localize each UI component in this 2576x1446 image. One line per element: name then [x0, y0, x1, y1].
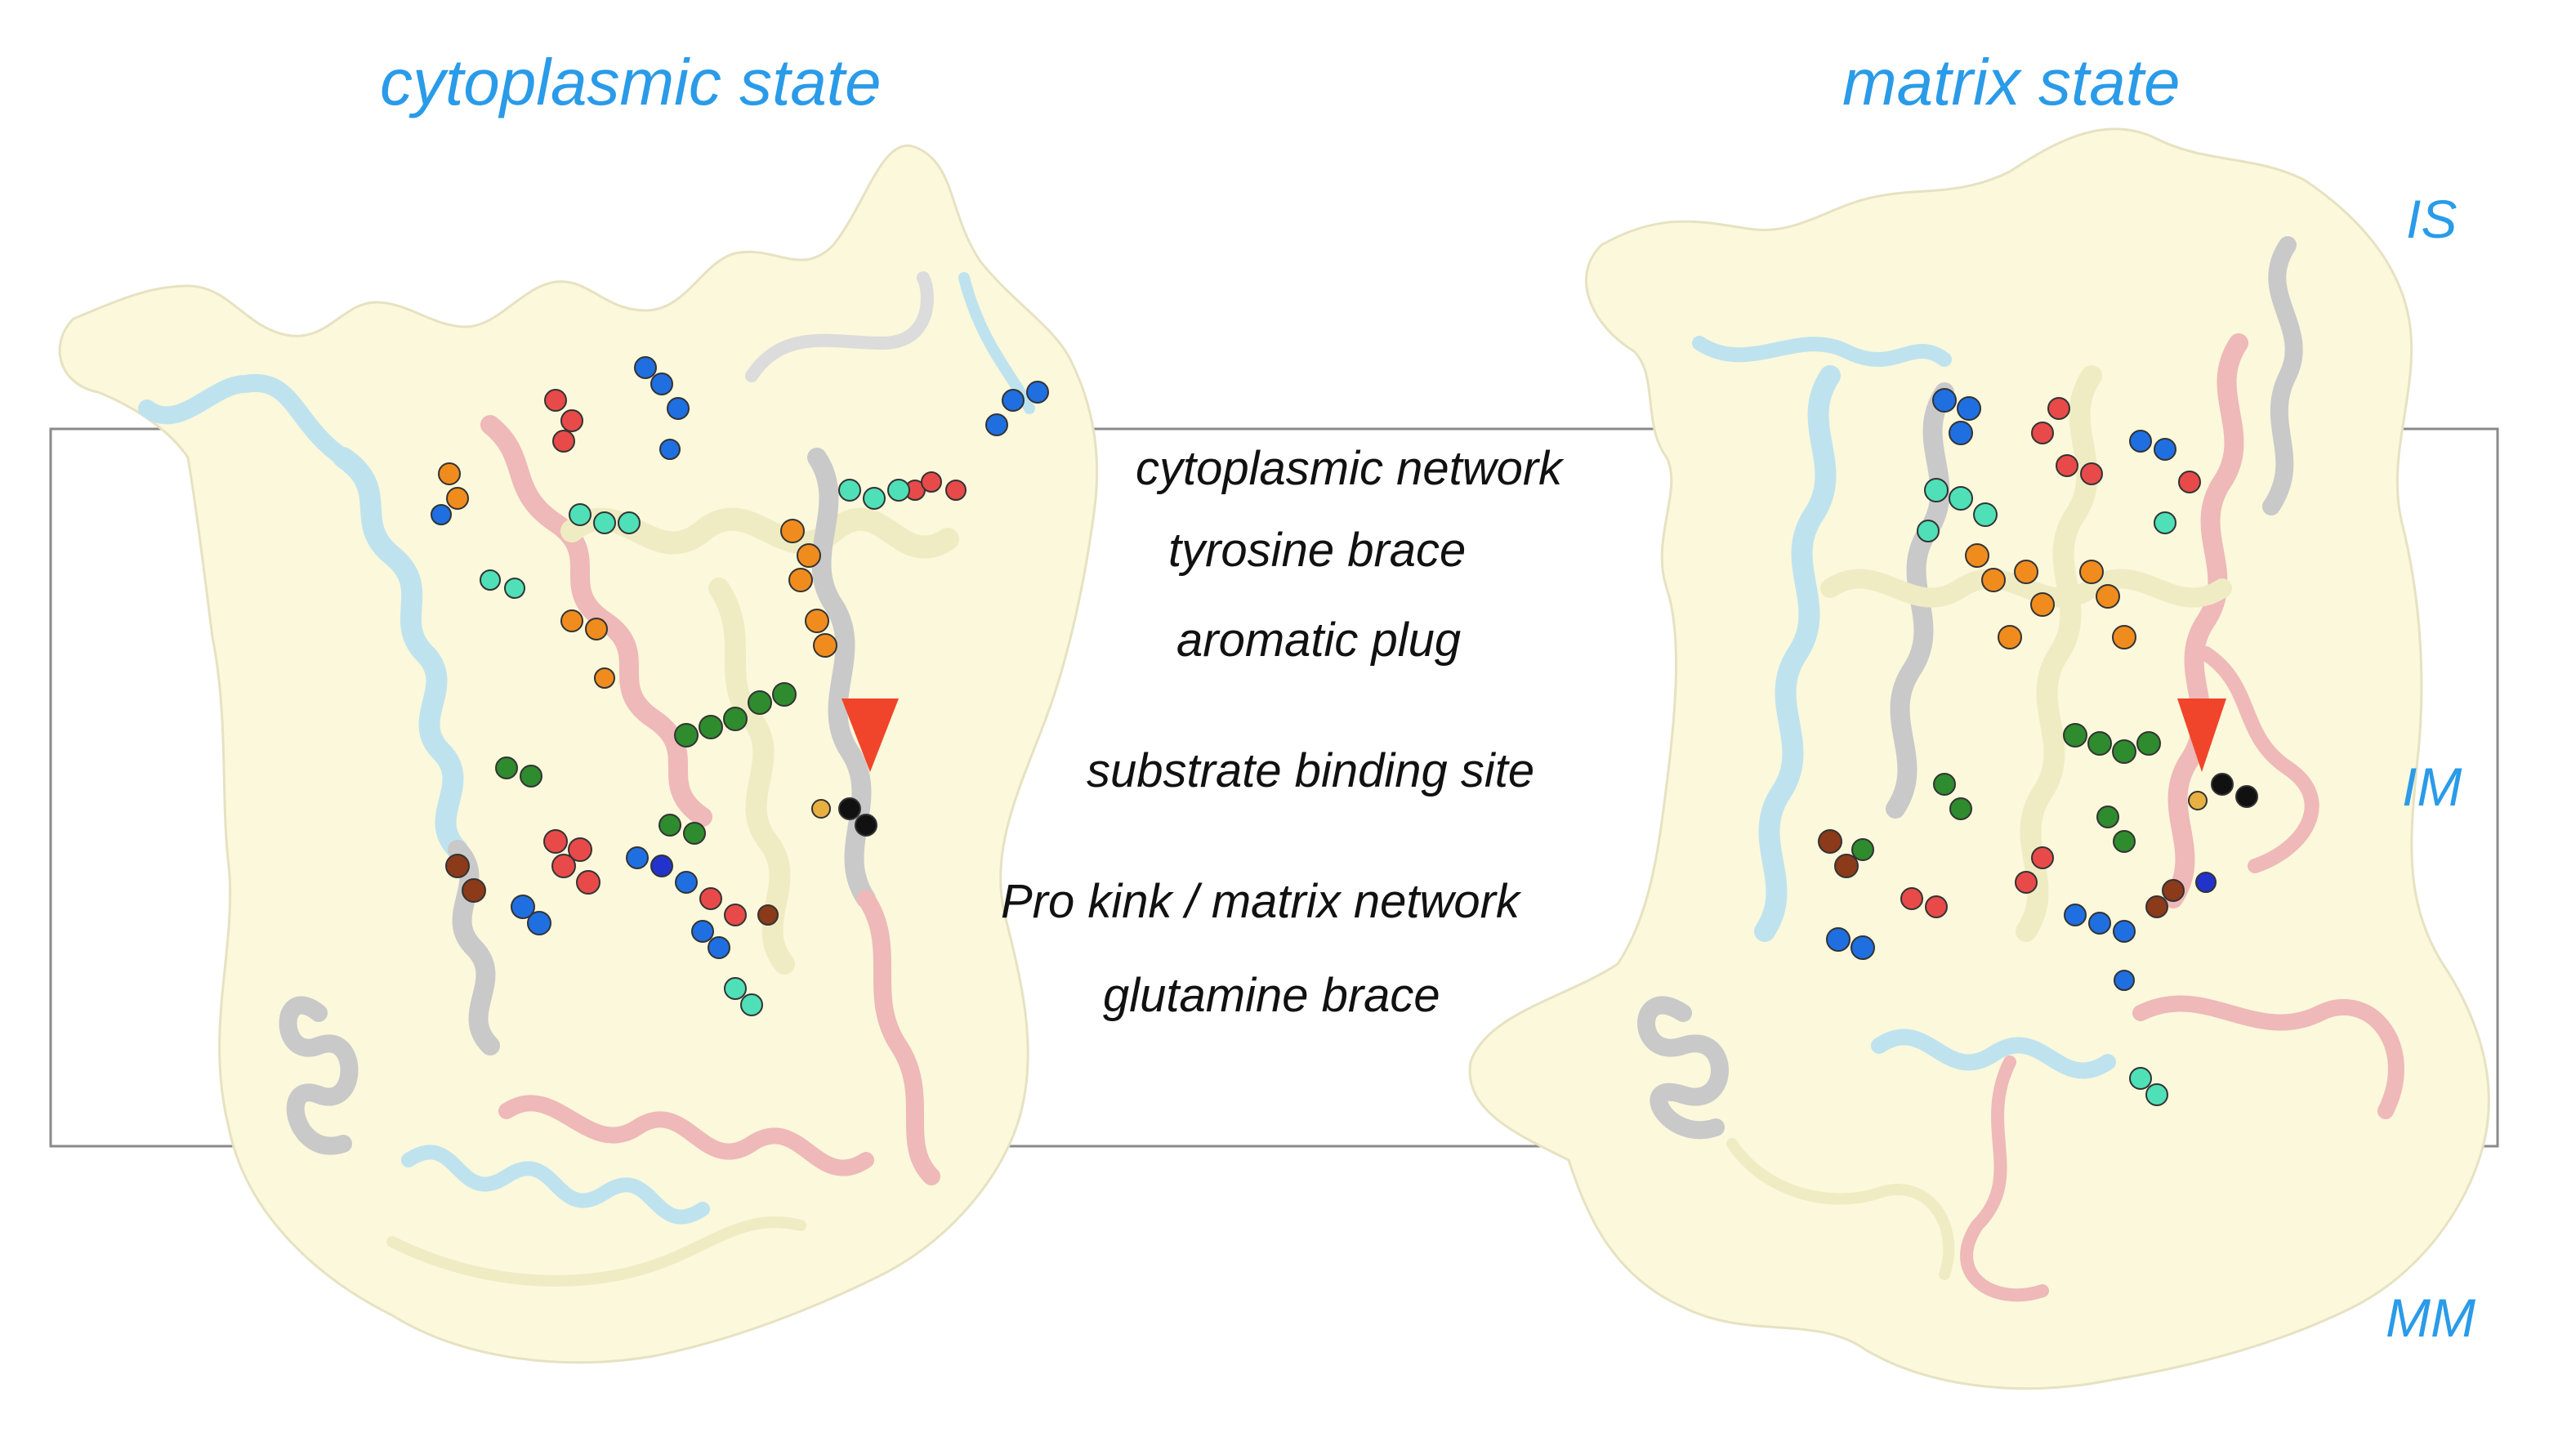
right-cytoplasmic-network-residues	[1932, 388, 2201, 493]
right-binding-site-marker	[2177, 698, 2226, 772]
feature-aromatic-plug: aromatic plug	[1176, 614, 1462, 667]
left-binding-site-marker	[842, 698, 899, 772]
left-tyrosine-brace-residues	[480, 479, 910, 599]
left-glutamine-brace-residues	[724, 904, 779, 1016]
left-substrate-binding-residues	[495, 682, 797, 845]
right-residues	[1818, 388, 2258, 1106]
feature-tyrosine-brace: tyrosine brace	[1168, 524, 1467, 577]
feature-pro-kink-matrix-network: Pro kink / matrix network	[1001, 875, 1520, 928]
left-state-title: cytoplasmic state	[380, 46, 882, 118]
right-matrix-network-residues	[1818, 829, 2217, 960]
right-substrate-binding-residues	[1851, 723, 2161, 861]
region-label-im: IM	[2402, 756, 2462, 817]
right-state-title: matrix state	[1842, 46, 2181, 118]
membrane-box	[49, 427, 2499, 1148]
right-glutamine-brace-residues	[2114, 970, 2168, 1106]
region-label-is: IS	[2406, 189, 2458, 249]
left-residues	[431, 356, 1049, 1016]
left-protein-surface	[58, 144, 1099, 1364]
right-aromatic-plug-residues	[1965, 543, 2136, 649]
region-label-mm: MM	[2386, 1288, 2476, 1348]
right-tyrosine-brace-residues	[1917, 478, 2176, 542]
left-kink-residues	[811, 797, 877, 837]
left-aromatic-plug-residues	[560, 519, 837, 689]
right-protein-surface	[1468, 127, 2490, 1390]
left-matrix-network-residues	[445, 829, 747, 959]
feature-glutamine-brace: glutamine brace	[1103, 969, 1440, 1022]
right-ribbons	[1637, 236, 2404, 1302]
feature-cytoplasmic-network: cytoplasmic network	[1136, 442, 1563, 495]
right-kink-residues	[2188, 773, 2258, 810]
feature-substrate-binding-site: substrate binding site	[1087, 744, 1535, 797]
